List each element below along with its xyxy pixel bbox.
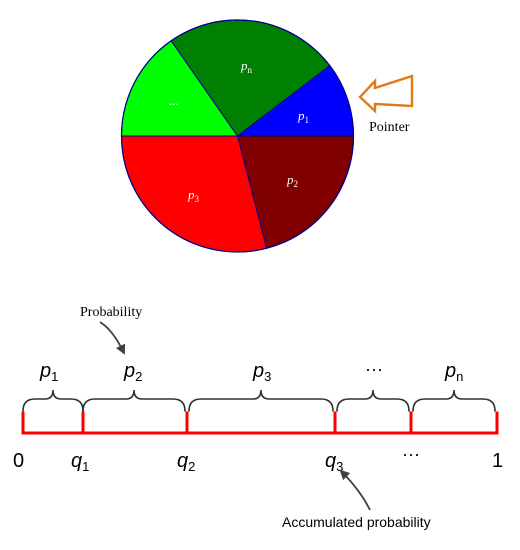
q-label-2: q2 xyxy=(177,450,195,474)
p-label-3: p3 xyxy=(252,360,271,384)
probability-line: p1 p2 p3 ··· pn 0 q1 q2 q3 ··· 1 xyxy=(13,359,503,474)
axis-end-label: 1 xyxy=(492,450,503,472)
wheel-label-ellipsis: ... xyxy=(169,93,179,108)
p-label-n: pn xyxy=(444,360,463,384)
p-label-ellipsis: ··· xyxy=(365,359,383,379)
q-label-1: q1 xyxy=(71,450,89,474)
axis-start-label: 0 xyxy=(13,450,24,472)
wheel-label-pn: pn xyxy=(240,58,253,75)
q-label-ellipsis: ··· xyxy=(402,444,420,464)
p-label-2: p2 xyxy=(123,360,142,384)
probability-arrow-icon xyxy=(99,321,126,355)
wheel-label-p1: p1 xyxy=(297,108,309,125)
p-braces xyxy=(22,389,496,412)
p-label-1: p1 xyxy=(39,360,58,384)
brace-p3 xyxy=(188,389,334,412)
brace-p2 xyxy=(82,389,186,412)
q-label-3: q3 xyxy=(325,450,343,474)
wheel-rim xyxy=(120,19,355,253)
annotations: Probability Accumulated probability xyxy=(80,305,431,530)
roulette-wheel: p1 p2 p3 ... pn xyxy=(120,19,355,253)
wheel-label-p3: p3 xyxy=(187,187,200,204)
probability-annotation: Probability xyxy=(80,305,142,320)
brace-p1 xyxy=(22,389,84,412)
probability-axis xyxy=(21,411,499,435)
pointer-arrow-icon xyxy=(358,74,414,114)
pointer: Pointer xyxy=(358,74,414,135)
pointer-label: Pointer xyxy=(369,120,410,135)
brace-ellipsis xyxy=(336,389,410,412)
accumulated-arrow-icon xyxy=(339,469,371,511)
brace-pn xyxy=(412,389,496,412)
accumulated-probability-annotation: Accumulated probability xyxy=(282,514,431,530)
wheel-label-p2: p2 xyxy=(286,172,298,189)
